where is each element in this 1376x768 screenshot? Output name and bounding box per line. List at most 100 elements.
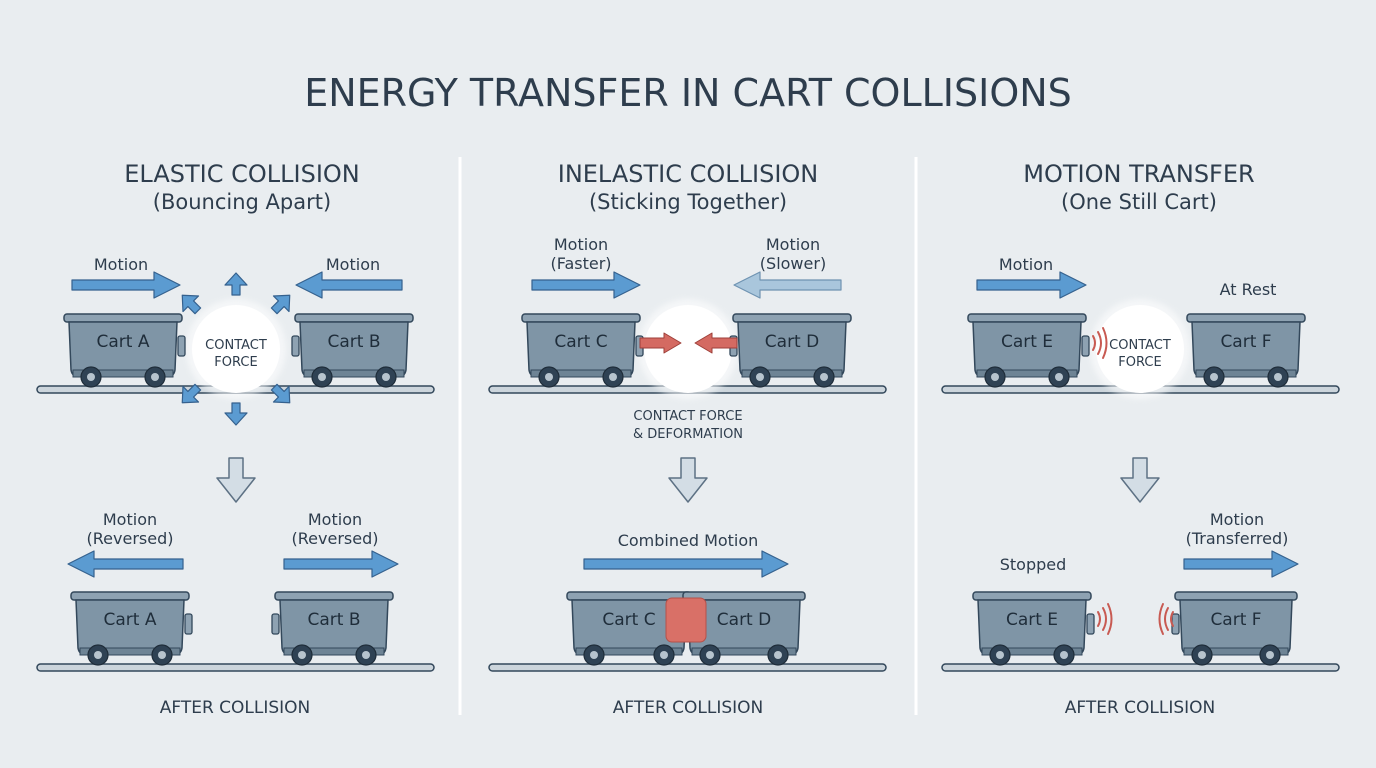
panel-2-subheading: (Sticking Together) [589,190,787,214]
cart-base [691,647,797,656]
p3-before-left-motion-label: Motion [999,255,1053,274]
cart-bumper [184,613,193,635]
cart-base [1183,647,1289,656]
p1-after-left-motion-line2: (Reversed) [87,529,174,548]
p1-footer: AFTER COLLISION [160,698,311,718]
p3-after-right-motion-line2: (Transferred) [1186,529,1289,548]
p3-after-right-arrow [1183,550,1299,578]
burst-arrow-up [224,272,248,296]
p2-before-left-motion-line1: Motion [554,235,608,254]
p1-before-right-motion-label: Motion [326,255,380,274]
p1-before-left-arrow [71,271,181,299]
burst-arrow-down [224,402,248,426]
wheel-hub [1210,373,1218,381]
p3-before-at-rest-label: At Rest [1220,280,1277,299]
cart-base [1195,369,1297,378]
cart-base [741,369,843,378]
cart-label: Cart B [307,610,360,630]
wheel-hub [1266,651,1274,659]
wheel-hub [1274,373,1282,381]
motion-arrows [67,271,1299,578]
cart-rim [294,313,414,323]
p3-down-arrow [1120,457,1160,503]
burst-arrow-down-right [270,383,291,404]
panel-1-heading: ELASTIC COLLISION [124,160,360,188]
p1-after-cart-a: Cart A [70,591,193,666]
cart-label: Cart D [717,610,771,630]
impact-ripples [1092,327,1174,635]
wheel-hub [298,651,306,659]
p2-after-combined-arrow [583,550,789,578]
wheel-hub [545,373,553,381]
p1-after-right-arrow [283,550,399,578]
p2-before-left-motion-line2: (Faster) [550,254,611,273]
cart-label: Cart D [765,332,819,352]
wheel-hub [382,373,390,381]
cart-rim [521,313,641,323]
p3-footer: AFTER COLLISION [1065,698,1216,718]
wheel-hub [660,651,668,659]
cart-bumper [1081,335,1090,357]
p3-after-right-motion-line1: Motion [1210,510,1264,529]
p2-push-arrows [639,332,738,354]
cart-rim [1186,313,1306,323]
contact-glows [186,299,1190,399]
cart-bumper [291,335,300,357]
cart-rim [274,591,394,601]
p1-down-arrow [216,457,256,503]
cart-rim [972,591,1092,601]
p2-contact-label-line1: CONTACT FORCE [633,409,742,424]
wheel-hub [87,373,95,381]
cart-rim [63,313,183,323]
burst-arrow-up-right [270,294,291,315]
p1-before-cart-a: Cart A [63,313,186,388]
panel-1-subheading: (Bouncing Apart) [153,190,331,214]
p2-push-arrow-left [694,332,738,354]
cart-bumper [1086,613,1095,635]
burst-arrow-up-left [181,294,202,315]
p2-before-cart-c: Cart C [521,313,644,388]
cart-label: Cart F [1210,610,1261,630]
cart-label: Cart E [1001,332,1053,352]
wheel-hub [362,651,370,659]
cart-base [303,369,405,378]
cart-label: Cart A [97,332,150,352]
cart-rim [732,313,852,323]
p1-before-cart-b: Cart B [291,313,414,388]
panel-3-subheading: (One Still Cart) [1061,190,1217,214]
cart-label: Cart F [1220,332,1271,352]
p2-deformation-block [665,597,707,643]
p2-after-combined-motion-label: Combined Motion [618,531,759,550]
wheel-hub [996,651,1004,659]
cart-base [72,369,174,378]
cart-base [575,647,683,656]
cart-label: Cart B [327,332,380,352]
p1-before-left-motion-label: Motion [94,255,148,274]
cart-rim [1174,591,1298,601]
wheel-hub [706,651,714,659]
p3-before-ripple [1092,327,1108,359]
cart-rim [70,591,190,601]
cart-label: Cart C [554,332,607,352]
panel-3-heading: MOTION TRANSFER [1023,160,1254,188]
wheel-hub [1055,373,1063,381]
p2-before-right-motion-line1: Motion [766,235,820,254]
wheel-hub [151,373,159,381]
wheel-hub [158,651,166,659]
wheel-hub [820,373,828,381]
p3-before-left-arrow [976,271,1087,299]
p1-after-right-motion-line2: (Reversed) [292,529,379,548]
p3-after-stopped-label: Stopped [1000,555,1067,574]
cart-base [283,647,385,656]
wheel-hub [991,373,999,381]
wheel-hub [1198,651,1206,659]
cart-rim [967,313,1087,323]
cart-base [976,369,1078,378]
p3-after-ripple-right [1158,603,1174,635]
p3-after-ripple-left [1097,603,1113,635]
p2-down-arrow [668,457,708,503]
p1-contact-label-line2: FORCE [214,355,257,370]
p3-contact-label-line1: CONTACT [1109,338,1171,353]
p2-footer: AFTER COLLISION [613,698,764,718]
